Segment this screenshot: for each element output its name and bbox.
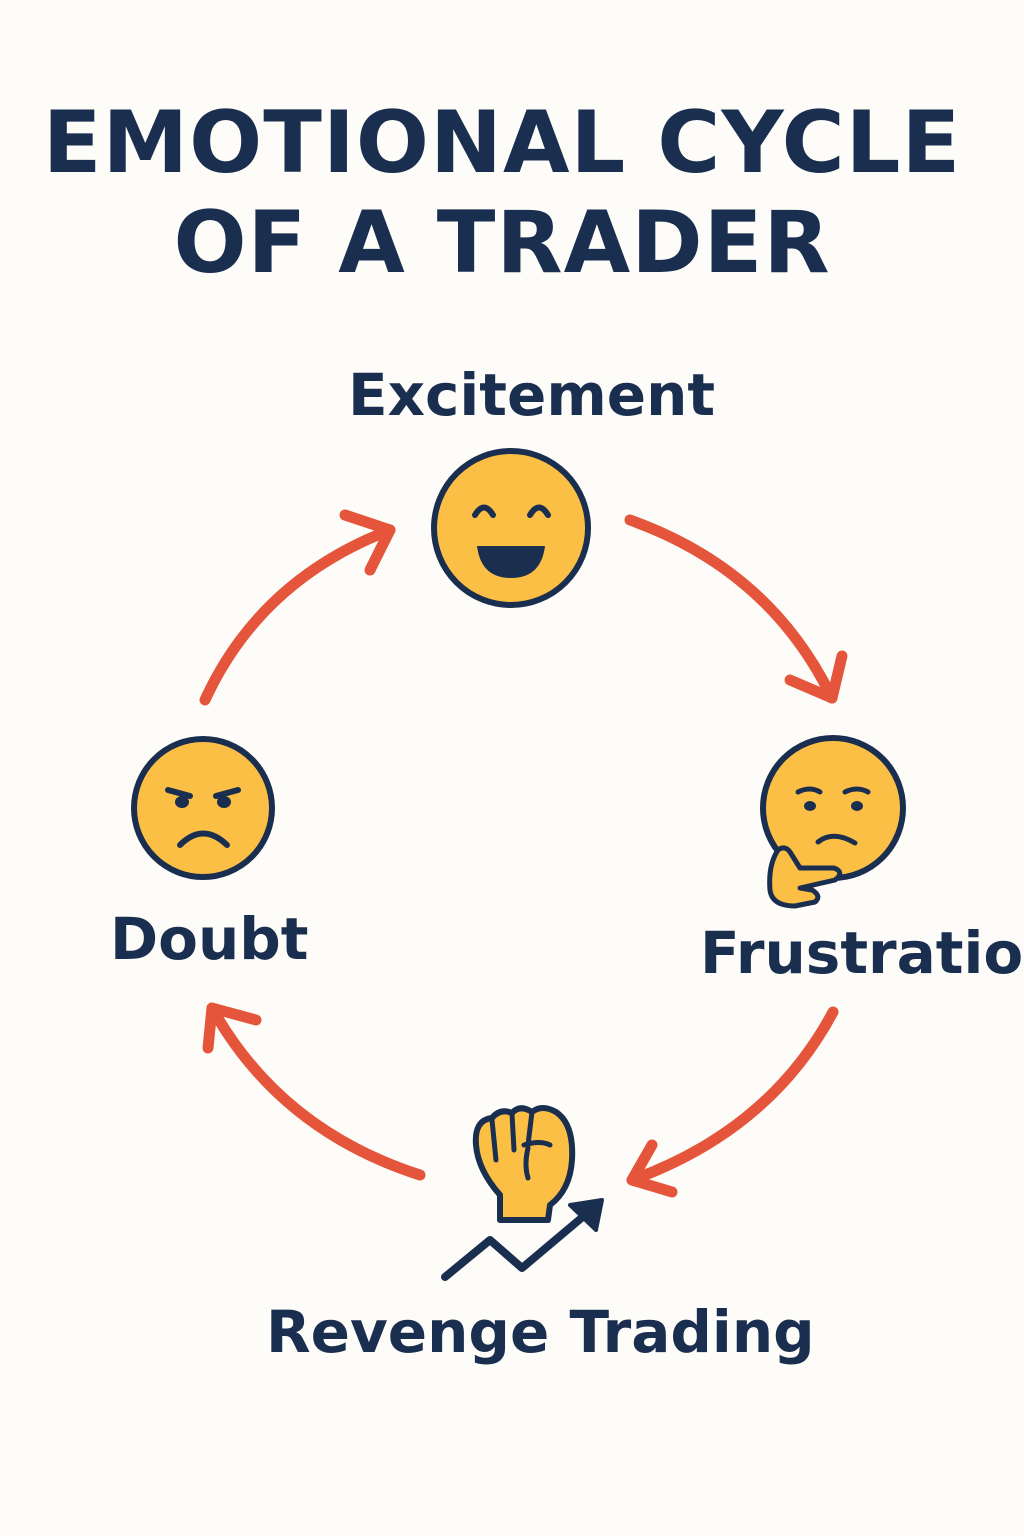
arrow-excitement-to-frustration: [624, 514, 848, 704]
stage-label-frustration: Frustration: [700, 919, 1024, 987]
arrow-revenge-to-doubt: [202, 1002, 426, 1181]
stage-label-revenge-trading: Revenge Trading: [266, 1298, 815, 1366]
grinning-face-icon: [431, 448, 591, 608]
title-line-2: OF A TRADER: [173, 193, 831, 293]
arrow-frustration-to-revenge: [626, 1006, 839, 1198]
arrow-doubt-to-excitement: [199, 509, 396, 706]
stage-label-excitement: Excitement: [348, 361, 716, 429]
frowning-face-icon: [131, 736, 275, 880]
raised-fist-trend-up-icon: [441, 1105, 604, 1281]
stage-label-doubt: Doubt: [110, 905, 309, 973]
title-line-1: EMOTIONAL CYCLE: [42, 93, 962, 193]
thinking-face-icon: [760, 735, 906, 909]
